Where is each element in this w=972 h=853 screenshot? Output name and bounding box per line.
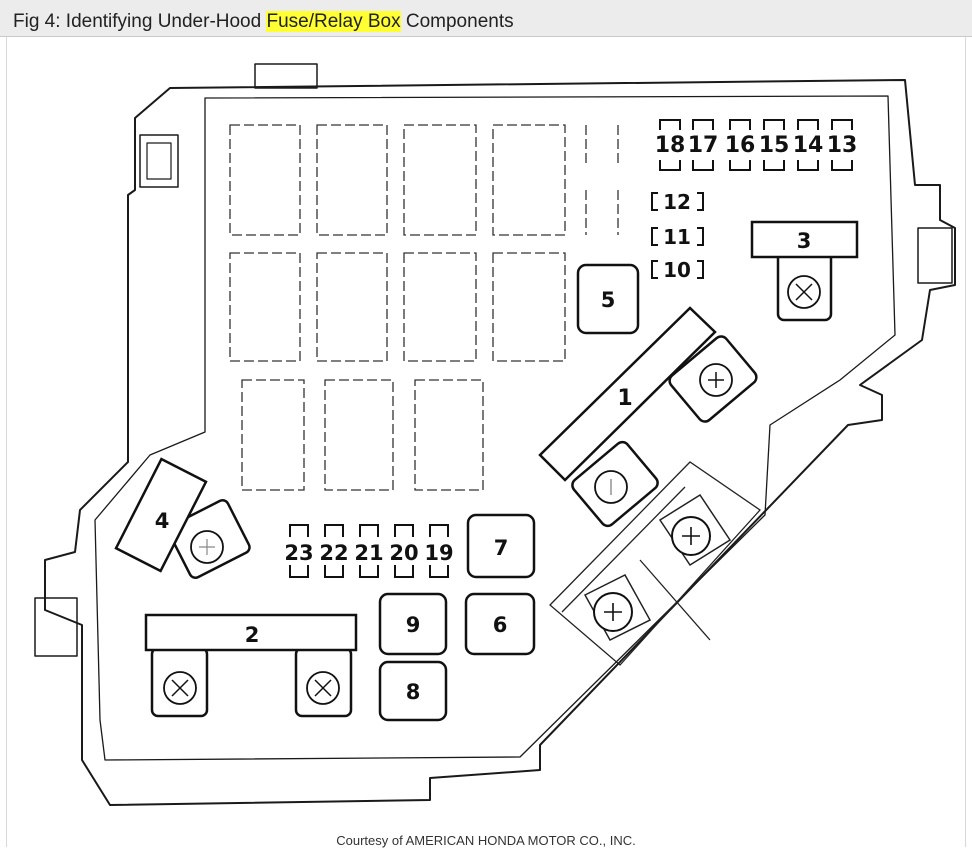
title-prefix: Fig 4: Identifying Under-Hood [13,11,267,32]
figure-title: Fig 4: Identifying Under-Hood Fuse/Relay… [13,11,514,33]
box-outer-outline [44,79,956,806]
label-18: 18 [655,133,686,158]
credit-line: Courtesy of AMERICAN HONDA MOTOR CO., IN… [336,833,636,848]
figure-frame [6,37,966,847]
label-9: 9 [406,613,421,637]
label-19: 19 [424,541,453,565]
bolt-x-mark [795,283,813,301]
relay-7 [466,513,536,579]
left-lower-clip [34,597,78,657]
bolt-x-mark [314,679,332,697]
empty-slot [229,124,301,236]
fuse-14-outline [797,119,819,171]
label-17: 17 [688,133,719,158]
fuse-23-outline [289,524,309,578]
label-1: 1 [617,386,632,411]
fuse-20-outline [394,524,414,578]
fuse-10-outline [651,260,704,279]
label-6: 6 [493,613,508,637]
top-tab [254,63,318,89]
empty-slot [492,252,566,362]
fuse-3-body [750,220,859,259]
label-20: 20 [389,541,418,565]
fuse-19-outline [429,524,449,578]
label-14: 14 [793,133,824,158]
fuse-12-outline [651,192,704,211]
label-2: 2 [245,623,260,647]
fuse-18-outline [659,119,681,171]
label-15: 15 [759,133,790,158]
label-8: 8 [406,680,421,704]
fuse-21-outline [359,524,379,578]
terminal-block-divider [561,486,711,641]
left-upper-clip [139,134,179,188]
label-22: 22 [319,541,348,565]
label-3: 3 [797,229,812,253]
label-7: 7 [494,536,509,560]
fuse-13-outline [831,119,853,171]
bolt-cross-mark [708,372,724,388]
empty-slot [316,124,388,236]
empty-slot [229,252,301,362]
bolt-cross-mark [199,539,215,555]
label-11: 11 [663,225,691,249]
fuse-4-body [114,457,208,573]
label-12: 12 [663,190,691,214]
fuse-17-outline [692,119,714,171]
label-23: 23 [284,541,313,565]
box-inner-outline [94,95,896,761]
fuse-16-outline [729,119,751,171]
relay-9 [378,592,448,656]
empty-slot [241,379,305,491]
fuse-2-body [144,613,358,652]
title-suffix: Components [400,11,514,32]
empty-slot [492,124,566,236]
empty-slot [403,124,477,236]
empty-slot [316,252,388,362]
empty-slot [324,379,394,491]
bolt-cross-mark [604,603,622,621]
terminal-block-outline [549,461,761,666]
label-10: 10 [663,258,691,282]
fuse-1-body [538,306,717,482]
fuse-15-outline [763,119,785,171]
relay-8 [378,660,448,722]
label-13: 13 [827,133,858,158]
relay-5 [576,263,640,335]
empty-slot [403,252,477,362]
right-clip [917,227,953,284]
empty-slot [414,379,484,491]
figure-title-bar: Fig 4: Identifying Under-Hood Fuse/Relay… [0,0,972,37]
label-21: 21 [354,541,383,565]
bolt-x-mark [171,679,189,697]
bolt-cross-mark [682,527,700,545]
fuse-11-outline [651,227,704,246]
relay-6 [464,592,536,656]
title-highlight: Fuse/Relay Box [266,11,401,32]
left-upper-clip-inner [146,142,172,180]
label-16: 16 [725,133,756,158]
label-5: 5 [601,288,616,312]
fuse-22-outline [324,524,344,578]
label-4: 4 [155,509,170,533]
